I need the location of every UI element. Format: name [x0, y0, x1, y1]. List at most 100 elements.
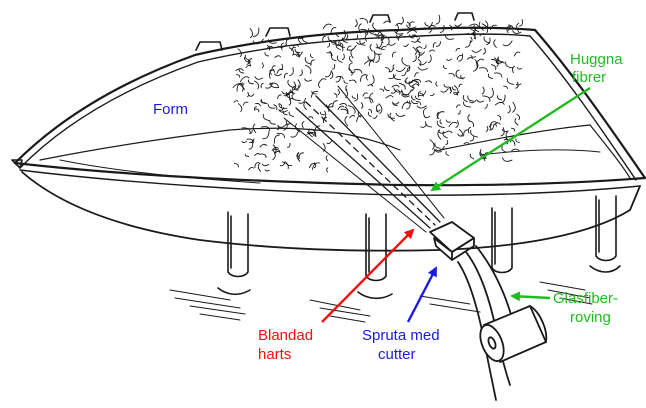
- fiber-strand: [261, 154, 266, 158]
- fiber-strand: [407, 25, 416, 28]
- fiber-strand: [390, 113, 394, 121]
- fiber-strand: [435, 143, 441, 148]
- fiber-strand: [402, 103, 408, 109]
- fiber-strand: [417, 106, 426, 108]
- fiber-strand: [278, 95, 282, 99]
- fiber-strand: [344, 81, 347, 84]
- fiber-strand: [519, 20, 522, 27]
- fiber-strand: [506, 132, 508, 137]
- fiber-strand: [337, 56, 342, 63]
- fiber-strand: [239, 104, 242, 112]
- fiber-strand: [402, 58, 408, 66]
- fiber-strand: [470, 154, 474, 159]
- fiber-strand: [507, 79, 513, 85]
- fiber-strand: [459, 84, 462, 87]
- fiber-strand: [459, 130, 462, 137]
- fiber-strand: [456, 105, 460, 108]
- fiber-strand: [273, 150, 275, 160]
- fiber-strand: [407, 101, 411, 103]
- fiber-strand: [370, 45, 372, 52]
- chopped-fibers-label-line1: Huggna: [570, 51, 623, 68]
- fiber-strand: [385, 87, 390, 91]
- fiber-strand: [363, 93, 368, 96]
- fiber-strand: [425, 22, 428, 26]
- fiber-strand: [263, 164, 269, 166]
- fiber-strand: [424, 45, 426, 49]
- fiber-strand: [516, 84, 521, 85]
- chopped-fibers-label-line2: fibrer: [572, 69, 606, 86]
- fiber-strand: [342, 54, 344, 60]
- fiber-strand: [287, 162, 292, 165]
- fiber-strand: [318, 82, 319, 87]
- fiber-strand: [502, 147, 506, 152]
- fiber-strand: [500, 95, 505, 103]
- fiber-strand: [270, 121, 276, 125]
- mixed-resin-label-line1: Blandad: [258, 327, 313, 344]
- boat-mould: [12, 13, 645, 251]
- fiber-strand: [386, 96, 393, 98]
- fiber-strand: [396, 23, 402, 25]
- fiber-strand: [456, 48, 460, 51]
- fiber-strand: [444, 85, 448, 88]
- fiber-strand: [415, 96, 420, 99]
- fiber-strand: [503, 41, 512, 46]
- fiber-strand: [472, 49, 481, 52]
- fiber-strand: [506, 62, 513, 68]
- fiber-strand: [441, 89, 448, 93]
- fiber-strand: [438, 131, 444, 134]
- fiber-strand: [303, 38, 307, 42]
- fiber-strand: [484, 37, 490, 43]
- fiber-strand: [417, 47, 422, 48]
- fiber-strand: [467, 57, 473, 59]
- fiber-strand: [319, 79, 326, 82]
- fiber-strand: [277, 69, 283, 73]
- fiber-strand: [320, 112, 324, 115]
- fiber-strand: [262, 63, 263, 68]
- fiber-strand: [498, 115, 501, 120]
- fiber-strand: [351, 72, 355, 73]
- fiber-strand: [371, 75, 374, 84]
- fiber-strand: [494, 40, 497, 48]
- fiber-strand: [255, 154, 260, 156]
- fiber-strand: [430, 50, 435, 51]
- fiber-strand: [457, 55, 462, 59]
- fiber-strand: [394, 102, 399, 104]
- fiber-strand: [470, 136, 474, 141]
- fiber-strand: [289, 99, 291, 105]
- fiber-strand: [304, 102, 307, 110]
- fiber-strand: [256, 103, 261, 105]
- fiber-strand: [261, 83, 263, 87]
- fiber-strand: [517, 23, 519, 31]
- glass-roving-label-line1: Glasfiber-: [553, 290, 618, 307]
- fiber-strand: [248, 92, 249, 96]
- fiber-strand: [494, 73, 502, 77]
- fiber-strand: [333, 101, 338, 107]
- fiber-strand: [310, 54, 312, 58]
- fiber-strand: [325, 71, 331, 77]
- fiber-strand: [250, 29, 252, 38]
- fiber-strand: [477, 59, 484, 62]
- fiber-strand: [487, 38, 491, 45]
- fiber-strand: [396, 113, 405, 116]
- form-label: Form: [153, 101, 188, 118]
- fiber-strand: [386, 68, 390, 72]
- fiber-strand: [416, 49, 419, 58]
- fiber-strand: [392, 85, 399, 87]
- fiber-strand: [431, 94, 435, 96]
- fiber-strand: [389, 43, 396, 45]
- fiber-strand: [471, 55, 476, 57]
- spray-gun-label-line2: cutter: [378, 346, 416, 363]
- fiber-strand: [328, 43, 330, 47]
- fiber-strand: [340, 104, 347, 106]
- fiber-strand: [425, 81, 431, 83]
- fiber-strand: [471, 37, 472, 42]
- fiber-strand: [326, 156, 328, 161]
- fiber-strand: [455, 24, 462, 26]
- fiber-strand: [445, 36, 453, 40]
- fiber-strand: [449, 74, 455, 77]
- fiber-strand: [445, 131, 452, 133]
- fiber-strand: [373, 23, 378, 31]
- fiber-strand: [511, 128, 515, 131]
- fiber-strand: [488, 74, 492, 79]
